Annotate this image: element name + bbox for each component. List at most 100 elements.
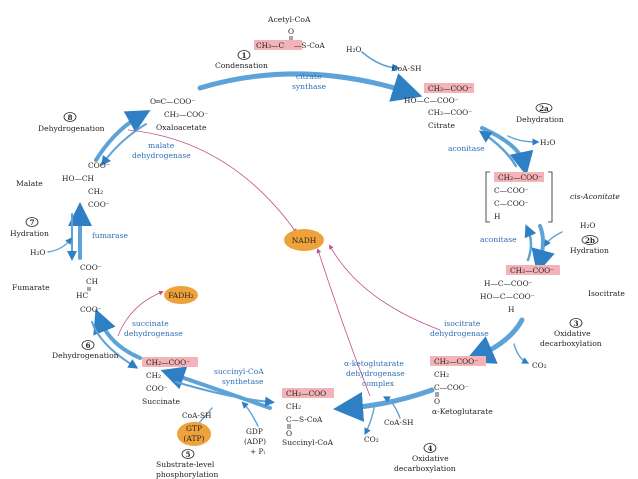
step-8-label: Dehydrogenation <box>38 124 105 133</box>
citrate-name: Citrate <box>428 121 455 130</box>
electron-paths <box>117 129 441 397</box>
malate-name: Malate <box>16 179 43 188</box>
coash-step-5: CoA-SH <box>182 411 212 420</box>
succinyl-coa-line-1: CH₂—COO <box>286 389 326 398</box>
cycle-arrows <box>67 71 555 422</box>
gdp-line-3: + Pᵢ <box>250 447 266 456</box>
step-8: 8 Dehydrogenation <box>38 112 105 133</box>
step-7: 7 Hydration <box>10 217 49 238</box>
gtp-cofactor: GTP (ATP) <box>177 422 211 446</box>
step-4-label-1: Oxidative <box>412 454 449 463</box>
citrate-line-3: CH₂—COO⁻ <box>428 108 472 117</box>
cis-aconitate-line-3: C—COO⁻ <box>494 199 529 208</box>
coash-step-1: CoA-SH <box>392 64 422 73</box>
akg-name: α-Ketoglutarate <box>432 407 493 416</box>
enzyme-isocitrate-dehydrogenase: isocitrate dehydrogenase <box>430 319 489 338</box>
succinyl-coa-line-2: CH₂ <box>286 402 301 411</box>
enzyme-labels: citrate synthase aconitase aconitase iso… <box>92 72 517 388</box>
isocitrate: CH₂—COO⁻ H—C—COO⁻ HO—C—COO⁻ H Isocitrate <box>480 265 625 314</box>
citrate: CH₂—COO⁻ HO—C—COO⁻ CH₂—COO⁻ Citrate <box>404 83 474 130</box>
oxaloacetate-line-2: CH₂—COO⁻ <box>164 110 208 119</box>
step-5: 5 Substrate-level phosphorylation <box>156 449 218 479</box>
water-step-2a: H₂O <box>540 138 555 147</box>
citrate-line-1: CH₂—COO⁻ <box>428 84 472 93</box>
acetyl-coa-highlight <box>254 40 302 50</box>
enzyme-malate-dehydrogenase: malate dehydrogenase <box>132 141 191 160</box>
malate: COO⁻ HO—CH CH₂ COO⁻ Malate <box>16 161 110 209</box>
arrow-step-6-reverse <box>91 321 139 369</box>
enzyme-aconitase-2: aconitase <box>480 235 517 244</box>
arrow-step-8 <box>94 110 151 162</box>
akg-line-1: CH₂—COO⁻ <box>434 357 478 366</box>
acetyl-coa: Acetyl-CoA O CH₃—C —S-CoA <box>254 15 325 50</box>
succinate-line-2: CH₂ <box>146 371 161 380</box>
cis-aconitate: CH₂—COO⁻ C—COO⁻ C—COO⁻ H cis-Aconitate <box>485 171 620 223</box>
malate-line-2: HO—CH <box>62 174 95 183</box>
nadh-cofactor: NADH <box>284 229 324 251</box>
fadh2-label: FADH₂ <box>168 291 194 300</box>
step-2b-number: 2b <box>585 236 595 245</box>
co2-step-4: CO₂ <box>364 435 379 444</box>
water-step-2b: H₂O <box>580 221 595 230</box>
step-3-number: 3 <box>574 319 579 328</box>
fumarate: COO⁻ CH HC COO⁻ Fumarate <box>12 263 102 314</box>
oxaloacetate: O═C—COO⁻ CH₂—COO⁻ Oxaloacetate <box>150 97 208 132</box>
coash-step-4: CoA-SH <box>384 418 414 427</box>
alpha-ketoglutarate: CH₂—COO⁻ CH₂ C—COO⁻ O α-Ketoglutarate <box>430 356 493 416</box>
gdp-line-2: (ADP) <box>244 437 266 446</box>
enzyme-fumarase: fumarase <box>92 231 128 240</box>
enzyme-aconitase-1: aconitase <box>448 144 485 153</box>
fumarate-line-4: COO⁻ <box>80 305 102 314</box>
fumarate-line-2: CH <box>86 277 99 286</box>
acetyl-coa-formula-right: —S-CoA <box>294 41 325 50</box>
step-6-number: 6 <box>86 341 91 350</box>
step-4: 4 Oxidative decarboxylation <box>394 443 456 473</box>
isocitrate-line-2: H—C—COO⁻ <box>484 279 533 288</box>
malate-line-1: COO⁻ <box>88 161 110 170</box>
fadh2-cofactor: FADH₂ <box>164 286 198 304</box>
succinyl-coa-name: Succinyl-CoA <box>282 438 334 447</box>
step-4-number: 4 <box>428 444 433 453</box>
acetyl-coa-name: Acetyl-CoA <box>267 15 311 24</box>
acetyl-coa-oxygen: O <box>288 27 294 36</box>
succinyl-coa: CH₂—COO CH₂ C—S-CoA O Succinyl-CoA <box>282 388 334 447</box>
fumarate-line-3: HC <box>76 291 88 300</box>
step-2a-number: 2a <box>539 104 549 113</box>
step-2a: 2a Dehydration <box>516 103 564 124</box>
arrow-step-1 <box>197 71 423 102</box>
step-7-number: 7 <box>30 218 35 227</box>
enzyme-citrate-synthase: citrate synthase <box>292 72 326 91</box>
arrow-step-3 <box>464 317 525 364</box>
arrow-step-2a-reverse <box>478 130 518 168</box>
gdp-line-1: GDP <box>246 427 263 436</box>
cis-aconitate-name: cis-Aconitate <box>570 192 620 201</box>
small-molecules: H₂O CoA-SH H₂O H₂O CO₂ CO₂ CoA-SH CoA-SH… <box>30 45 595 456</box>
step-3-label-2: decarboxylation <box>540 339 602 348</box>
arrow-step-6 <box>93 308 142 360</box>
cis-aconitate-line-4: H <box>494 212 501 221</box>
step-5-number: 5 <box>186 450 191 459</box>
co2-step-3: CO₂ <box>532 361 547 370</box>
fumarate-name: Fumarate <box>12 283 50 292</box>
cis-aconitate-line-1: CH₂—COO⁻ <box>498 173 542 182</box>
succinate: CH₂—COO⁻ CH₂ COO⁻ Succinate <box>142 357 198 406</box>
succinate-line-3: COO⁻ <box>146 384 168 393</box>
step-1: 1 Condensation <box>215 50 268 70</box>
akg-line-3: C—COO⁻ <box>434 383 469 392</box>
gtp-label: GTP <box>186 424 202 433</box>
step-2a-label: Dehydration <box>516 115 564 124</box>
arrow-step-2b-reverse <box>524 224 537 262</box>
enzyme-akg-dehydrogenase: α-ketoglutarate dehydrogenase complex <box>344 359 407 388</box>
akg-oxygen: O <box>434 397 440 406</box>
step-3-label-1: Oxidative <box>554 329 591 338</box>
water-step-1: H₂O <box>346 45 361 54</box>
step-5-label-2: phosphorylation <box>156 470 218 479</box>
malate-line-3: CH₂ <box>88 187 103 196</box>
arrow-step-8-reverse <box>101 123 147 167</box>
succinate-line-1: CH₂—COO⁻ <box>146 358 190 367</box>
enzyme-succinate-dehydrogenase: succinate dehydrogenase <box>124 319 183 338</box>
arrow-step-2a <box>480 126 534 176</box>
step-2b: 2b Hydration <box>570 235 609 255</box>
atp-label: (ATP) <box>184 434 205 443</box>
